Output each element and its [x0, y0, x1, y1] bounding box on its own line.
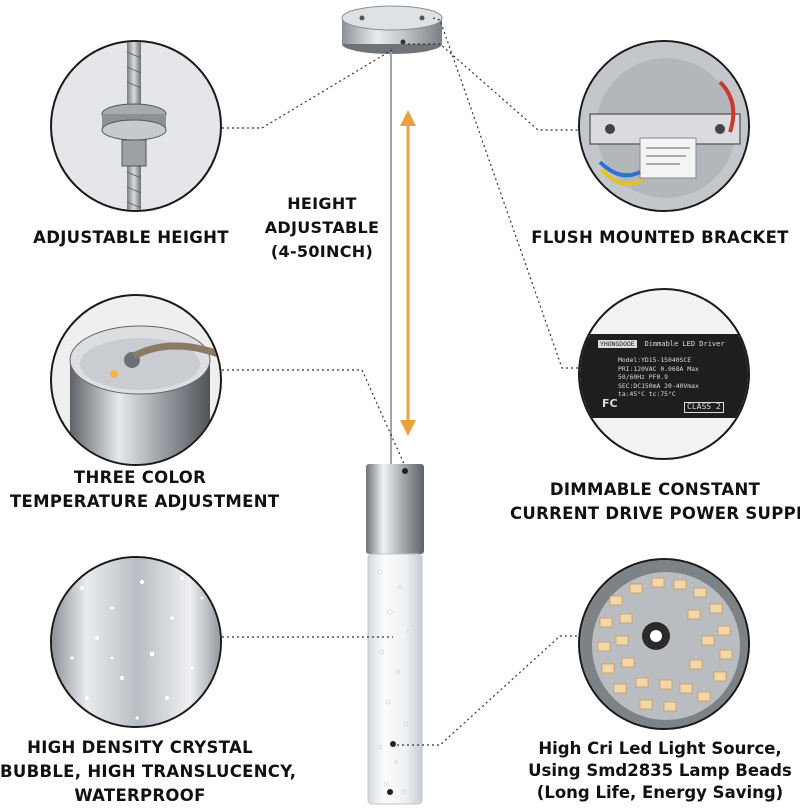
led-light-source-detail [578, 558, 750, 730]
driver-input: PRI:120VAC 0.068A Max [618, 364, 699, 373]
dimmable-driver-caption: DIMMABLE CONSTANT CURRENT DRIVE POWER SU… [510, 480, 800, 523]
dimmable-driver-detail: YHONGDOOE Dimmable LED Driver Model:YD15… [578, 288, 750, 460]
height-adjustable-label: HEIGHT ADJUSTABLE (4-50INCH) [264, 194, 380, 261]
three-color-temperature-detail [50, 294, 222, 466]
driver-output: SEC:DC150mA 20-40Vmax [618, 381, 699, 390]
led-light-source-caption: High Cri Led Light Source, Using Smd2835… [528, 739, 792, 802]
ceiling-canopy [340, 4, 444, 56]
adjustable-height-detail [50, 40, 222, 212]
driver-model: Model:YD15-15040SCE [618, 356, 692, 364]
pendant-lamp [360, 462, 432, 807]
crystal-bubble-detail [50, 556, 222, 728]
driver-title: Dimmable LED Driver [644, 340, 725, 348]
driver-brand: YHONGDOOE [598, 340, 637, 348]
driver-class-mark: CLASS 2 [684, 402, 724, 413]
suspension-cable [390, 52, 392, 464]
flush-mounted-bracket-detail [578, 40, 750, 212]
driver-frequency: 50/60Hz PF0.9 [618, 373, 669, 382]
crystal-bubble-caption: HIGH DENSITY CRYSTAL BUBBLE, HIGH TRANSL… [0, 738, 297, 805]
three-color-temperature-caption: THREE COLOR TEMPERATURE ADJUSTMENT [10, 468, 280, 511]
driver-temperature: ta:45°C tc:75°C [618, 390, 676, 399]
adjustable-height-caption: ADJUSTABLE HEIGHT [33, 228, 229, 247]
flush-mounted-bracket-caption: FLUSH MOUNTED BRACKET [531, 228, 789, 247]
driver-body: YHONGDOOE Dimmable LED Driver Model:YD15… [580, 334, 748, 418]
driver-fc-mark: FC [602, 397, 618, 410]
